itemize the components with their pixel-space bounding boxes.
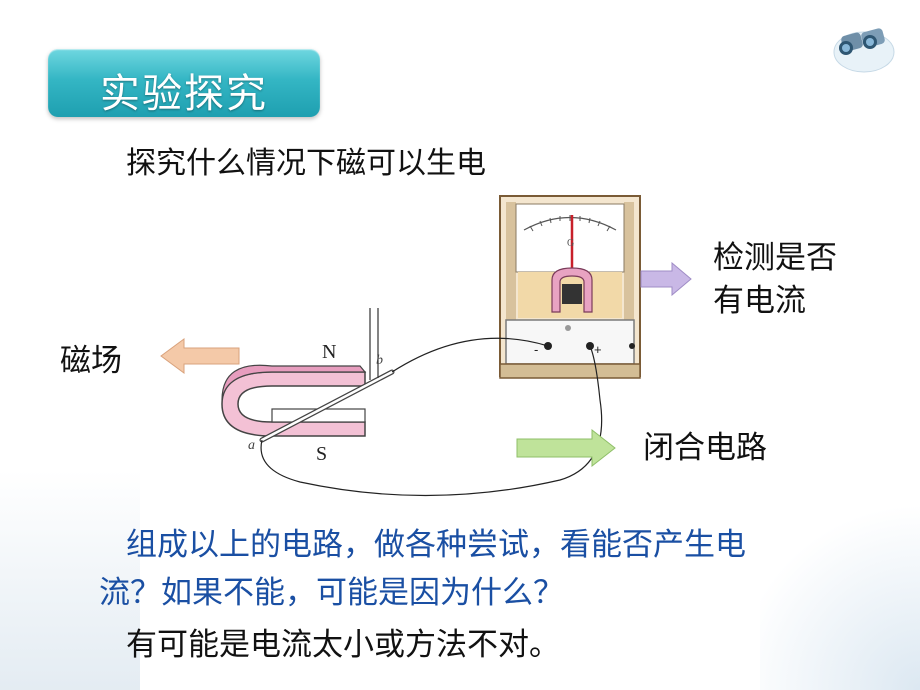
page-title: 实验探究 bbox=[100, 71, 268, 117]
galvanometer bbox=[499, 195, 641, 379]
minus-terminal-label: - bbox=[534, 342, 538, 357]
question-line-2: 流？如果不能，可能是因为什么？ bbox=[99, 575, 564, 611]
arrow-right-icon bbox=[640, 262, 692, 296]
answer-text: 有可能是电流太小或方法不对。 bbox=[126, 627, 560, 663]
detect-label-line1: 检测是否 bbox=[713, 240, 837, 276]
background-decoration-right bbox=[760, 480, 920, 690]
plus-terminal-label: + bbox=[594, 342, 602, 357]
end-a-label: a bbox=[248, 438, 255, 453]
title-banner: 实验探究 bbox=[48, 49, 320, 117]
arrow-left-icon bbox=[160, 338, 240, 374]
meter-letter: G bbox=[567, 238, 574, 249]
question-text: 组成以上的电路，做各种尝试，看能否产生电 流？如果不能，可能是因为什么？ bbox=[99, 521, 856, 617]
experiment-heading: 探究什么情况下磁可以生电 bbox=[126, 146, 486, 181]
background-decoration-left bbox=[0, 470, 140, 690]
arrow-right-icon bbox=[516, 429, 616, 467]
south-pole-label: S bbox=[316, 443, 327, 465]
magnetic-field-label: 磁场 bbox=[60, 343, 122, 379]
closed-circuit-label: 闭合电路 bbox=[643, 430, 767, 466]
end-b-label: b bbox=[376, 353, 383, 368]
binoculars-icon bbox=[833, 28, 895, 73]
north-pole-label: N bbox=[322, 341, 336, 363]
question-line-1: 组成以上的电路，做各种尝试，看能否产生电 bbox=[126, 527, 746, 563]
detect-label-line2: 有电流 bbox=[713, 283, 806, 319]
